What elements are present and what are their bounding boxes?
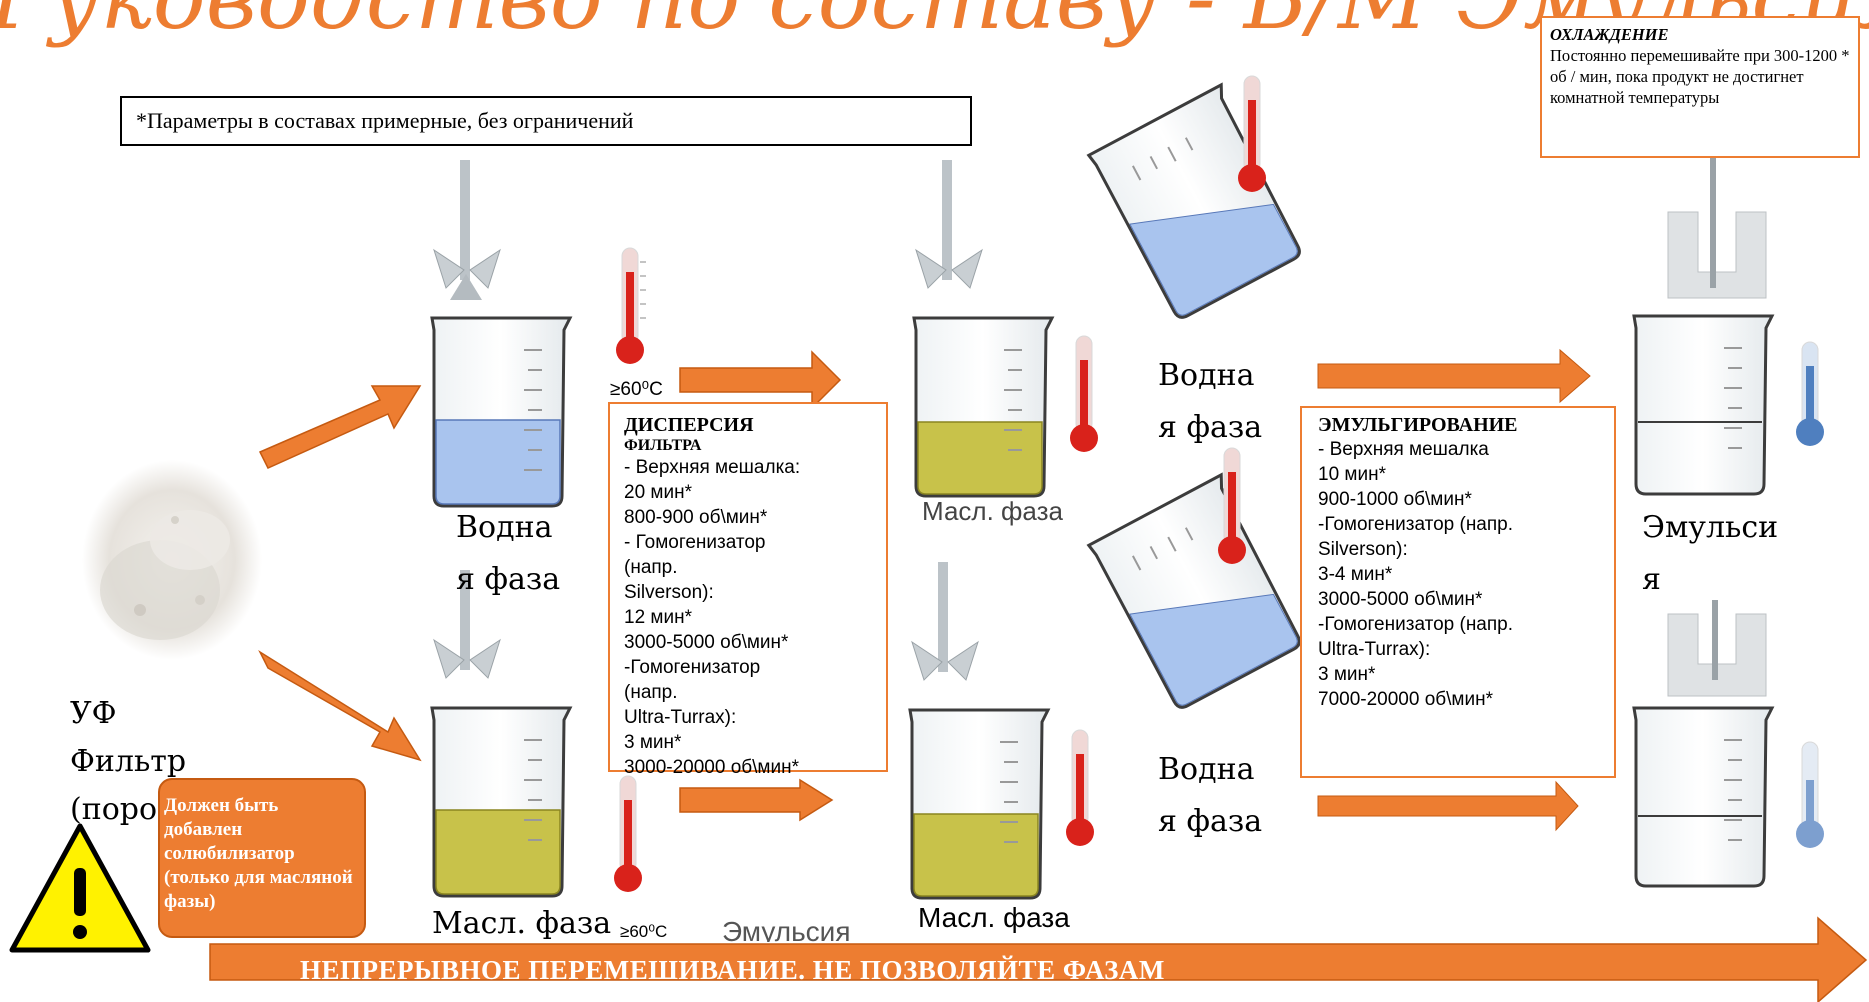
thermometer-hot-4	[1238, 75, 1266, 192]
thermometer-hot-1	[616, 247, 646, 364]
emulsification-line: - Верхняя мешалка	[1318, 439, 1489, 460]
thermometer-cool-1	[1796, 341, 1824, 446]
dispersion-title: ДИСПЕРСИЯ	[624, 414, 754, 436]
water-phase-label-2-top: Водна я фаза	[1158, 350, 1262, 454]
dispersion-line: (напр.	[624, 557, 678, 578]
oil-phase-label-2-bottom: Масл. фаза	[918, 902, 1070, 933]
emulsification-line: 3-4 мин*	[1318, 564, 1393, 585]
temperature-label-bottom: ≥60⁰C	[620, 922, 668, 941]
temperature-label-top: ≥60⁰C	[610, 379, 663, 400]
arrow-powder-to-oil	[258, 649, 422, 762]
emulsion-label-b: я	[1642, 562, 1661, 597]
solubilizer-warning: Должен быть добавлен солюбилизатор (толь…	[158, 778, 366, 938]
emulsification-line: 3000-5000 об\мин*	[1318, 589, 1483, 610]
dispersion-line: (напр.	[624, 682, 678, 703]
warning-icon	[9, 823, 151, 953]
emulsification-title: ЭМУЛЬГИРОВАНИЕ	[1318, 414, 1518, 436]
cooling-mixer-top	[1667, 150, 1767, 299]
dispersion-line: 20 мин*	[624, 482, 692, 503]
thermometer-cool-2	[1796, 741, 1824, 848]
cooling-mixer-bottom	[1667, 600, 1767, 697]
water-phase-label-1: Водна я фаза	[456, 502, 560, 606]
beaker-emulsion-top	[1632, 314, 1775, 496]
beaker-water-pouring-top	[1086, 82, 1301, 319]
dispersion-line: 800-900 об\мин*	[624, 507, 768, 528]
emulsification-line: Ultra-Turrax):	[1318, 639, 1431, 660]
emulsification-box: ЭМУЛЬГИРОВАНИЕ - Верхняя мешалка 10 мин*…	[1300, 406, 1616, 778]
water-phase-label-2b-top: я фаза	[1158, 410, 1263, 445]
emulsification-line: 3 мин*	[1318, 664, 1376, 685]
dispersion-line: -Гомогенизатор	[624, 657, 761, 678]
beaker-oil-2-top	[912, 160, 1055, 498]
beaker-water-1	[430, 160, 573, 508]
emulsification-line: -Гомогенизатор (напр.	[1318, 614, 1514, 635]
dispersion-line: - Верхняя мешалка:	[624, 457, 801, 478]
cooling-text: Постоянно перемешивайте при 300-1200 * о…	[1550, 46, 1850, 107]
dispersion-line: 3000-20000 об\мин*	[624, 757, 799, 778]
emulsification-line: 900-1000 об\мин*	[1318, 489, 1472, 510]
dispersion-line: 12 мин*	[624, 607, 692, 628]
emulsion-label: Эмульси я	[1642, 502, 1778, 606]
dispersion-line: Ultra-Turrax):	[624, 707, 737, 728]
thermometer-hot-6	[1066, 729, 1094, 846]
dispersion-line: 3 мин*	[624, 732, 682, 753]
arrow-dispersion-bottom	[679, 778, 834, 822]
water-phase-label-1b: я фаза	[456, 562, 561, 597]
powder-image	[82, 460, 262, 660]
oil-phase-label-1: Масл. фаза	[432, 906, 612, 941]
emulsification-line: Silverson):	[1318, 539, 1408, 560]
arrow-powder-to-water	[258, 385, 422, 469]
beaker-oil-2-bottom	[908, 562, 1051, 900]
parameters-note: *Параметры в составах примерные, без огр…	[120, 96, 972, 146]
water-phase-label-2-bottom: Водна я фаза	[1158, 744, 1262, 848]
arrow-dispersion-top	[679, 350, 842, 410]
cooling-box: ОХЛАЖДЕНИЕ Постоянно перемешивайте при 3…	[1540, 16, 1860, 158]
emulsion-label-hidden: Эмульсия	[722, 916, 851, 942]
beaker-emulsion-bottom	[1632, 706, 1775, 888]
dispersion-line: - Гомогенизатор	[624, 532, 766, 553]
beaker-oil-1	[430, 570, 573, 898]
dispersion-subtitle: ФИЛЬТРА	[624, 437, 702, 454]
dispersion-box: ДИСПЕРСИЯ ФИЛЬТРА - Верхняя мешалка: 20 …	[608, 402, 888, 778]
water-phase-label-1a: Водна	[456, 510, 553, 545]
powder-label-line-1: УФ	[70, 696, 117, 731]
dispersion-line: Silverson):	[624, 582, 714, 603]
cooling-title: ОХЛАЖДЕНИЕ	[1550, 25, 1669, 44]
arrow-emulsify-top	[1317, 348, 1591, 404]
bottom-banner-text: НЕПРЕРЫВНОЕ ПЕРЕМЕШИВАНИЕ. НЕ ПОЗВОЛЯЙТЕ…	[300, 955, 1165, 985]
arrow-emulsify-bottom	[1317, 780, 1579, 832]
powder-label-line-2: Фильтр	[70, 744, 187, 779]
thermometer-hot-5	[1218, 447, 1246, 564]
emulsification-line: 10 мин*	[1318, 464, 1386, 485]
emulsion-label-a: Эмульси	[1642, 510, 1779, 545]
emulsification-line: -Гомогенизатор (напр.	[1318, 514, 1514, 535]
arrow-bottom-banner	[209, 916, 1868, 1002]
water-phase-label-2a-bottom: Водна	[1158, 752, 1255, 787]
water-phase-label-2b-bottom: я фаза	[1158, 804, 1263, 839]
oil-phase-label-2-top: Масл. фаза	[922, 496, 1063, 526]
dispersion-line: 3000-5000 об\мин*	[624, 632, 789, 653]
thermometer-hot-3	[1070, 335, 1098, 452]
beaker-water-pouring-bottom	[1086, 472, 1301, 709]
thermometer-hot-2	[614, 775, 642, 892]
emulsification-line: 7000-20000 об\мин*	[1318, 689, 1493, 710]
water-phase-label-2a-top: Водна	[1158, 358, 1255, 393]
